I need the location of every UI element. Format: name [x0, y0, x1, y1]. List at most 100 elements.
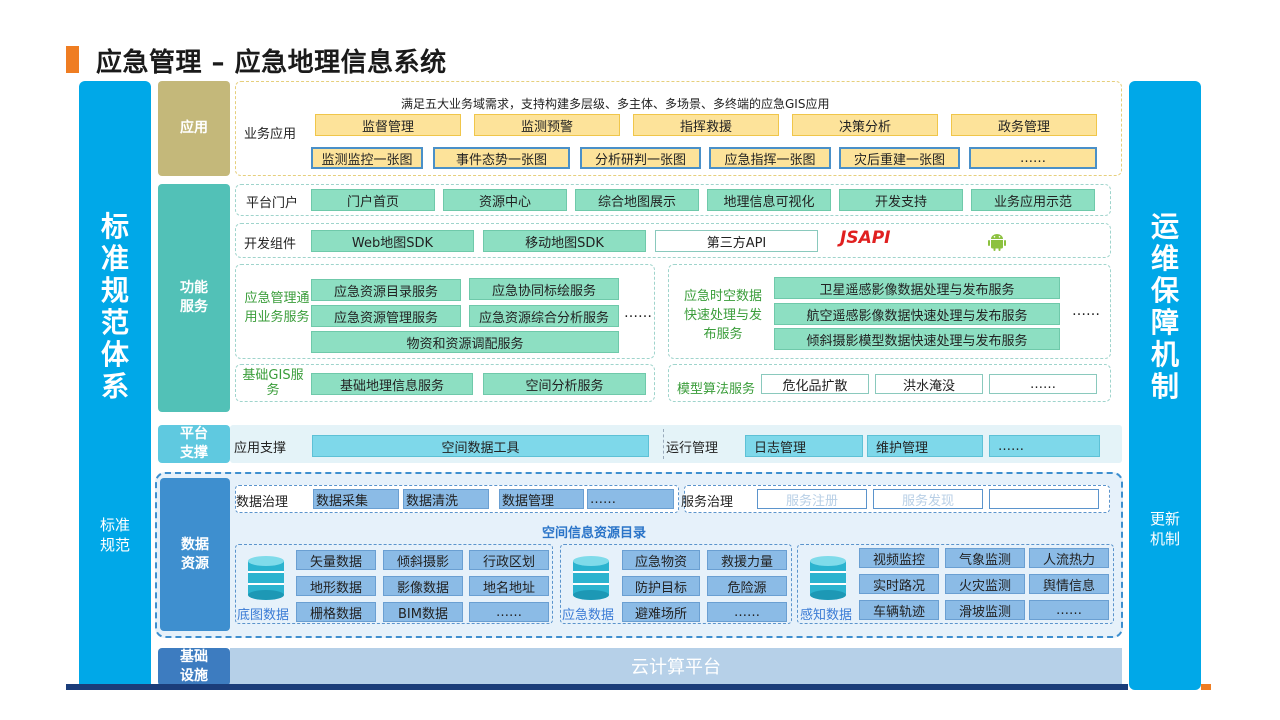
- sense-item-1: 视频监控: [859, 548, 939, 568]
- layer-label-app: 应用: [158, 81, 230, 176]
- map-box-5: 灾后重建一张图: [839, 147, 960, 169]
- dev-box-1: Web地图SDK: [311, 230, 474, 252]
- support-box: 空间数据工具: [312, 435, 649, 457]
- portal-box-5: 开发支持: [839, 189, 963, 211]
- map-box-3: 分析研判一张图: [580, 147, 701, 169]
- support-label: 应用支撑: [234, 441, 287, 456]
- portal-panel: 平台门户 门户首页 资源中心 综合地图展示 地理信息可视化 开发支持 业务应用示…: [235, 184, 1111, 216]
- layer-label-infra: 基础设施: [158, 648, 230, 686]
- jsapi-logo: JSAPI: [840, 228, 891, 248]
- app-subtitle: 满足五大业务域需求，支持构建多层级、多主体、多场景、多终端的应急GIS应用: [401, 97, 830, 111]
- svc-box-2: 服务发现: [873, 489, 983, 509]
- emergency-services-panel: 应急管理通用业务服务 应急资源目录服务 应急协同标绘服务 应急资源管理服务 应急…: [235, 264, 655, 359]
- right-side-sub: 更新机制: [1149, 510, 1180, 548]
- svc-label: 服务治理: [681, 495, 734, 510]
- platform-divider: [663, 429, 664, 459]
- dev-label: 开发组件: [244, 237, 297, 252]
- dev-box-3: 第三方API: [655, 230, 818, 252]
- gis-services-panel: 基础GIS服务 基础地理信息服务 空间分析服务: [235, 364, 655, 402]
- gov-label: 数据治理: [236, 495, 289, 510]
- ops-label: 运行管理: [666, 441, 719, 456]
- map-box-4: 应急指挥一张图: [709, 147, 831, 169]
- model-box-3: ……: [989, 374, 1097, 394]
- base-data-group: 底图数据 矢量数据 倾斜摄影 行政区划 地形数据 影像数据 地名地址 栅格数据 …: [235, 544, 553, 624]
- database-icon: [810, 556, 846, 600]
- right-side-column: 运维保障机制 更新机制: [1129, 81, 1201, 690]
- gis-label: 基础GIS服务: [242, 368, 304, 398]
- gov-box-2: 数据清洗: [403, 489, 489, 509]
- platform-panel: 应用支撑 空间数据工具 运行管理 日志管理 维护管理 ……: [230, 425, 1122, 463]
- emergency-box-3: 应急资源管理服务: [311, 305, 461, 327]
- spatio-services-panel: 应急时空数据快速处理与发布服务 卫星遥感影像数据处理与发布服务 航空遥感影像数据…: [668, 264, 1111, 359]
- portal-box-3: 综合地图展示: [575, 189, 699, 211]
- app-box-2: 监测预警: [474, 114, 620, 136]
- gis-box-2: 空间分析服务: [483, 373, 646, 395]
- map-box-more: ……: [969, 147, 1097, 169]
- left-side-title: 标准规范体系: [100, 210, 129, 403]
- cloud-platform: 云计算平台: [230, 648, 1122, 684]
- portal-box-6: 业务应用示范: [971, 189, 1095, 211]
- map-box-1: 监测监控一张图: [311, 147, 423, 169]
- emerg-item-3: 防护目标: [622, 576, 700, 596]
- svc-panel: 服务治理 服务注册 服务发现: [681, 485, 1110, 513]
- base-item-2: 倾斜摄影: [383, 550, 463, 570]
- base-data-name: 底图数据: [237, 608, 290, 623]
- emerg-item-6: ……: [707, 602, 787, 622]
- ops-box-1: 日志管理: [745, 435, 863, 457]
- app-row-label: 业务应用: [244, 127, 297, 142]
- gov-panel: 数据治理 数据采集 数据清洗 数据管理 ……: [235, 485, 679, 513]
- spatio-box-3: 倾斜摄影模型数据快速处理与发布服务: [774, 328, 1060, 350]
- emergency-more: ……: [624, 305, 652, 321]
- sense-item-8: 滑坡监测: [945, 600, 1025, 620]
- emergency-box-2: 应急协同标绘服务: [469, 278, 619, 300]
- base-item-4: 地形数据: [296, 576, 376, 596]
- emerg-item-4: 危险源: [707, 576, 787, 596]
- sense-item-5: 火灾监测: [945, 574, 1025, 594]
- gis-box-1: 基础地理信息服务: [311, 373, 473, 395]
- title-accent-bar: [66, 46, 79, 73]
- gov-box-3: 数据管理: [499, 489, 584, 509]
- spatio-label: 应急时空数据快速处理与发布服务: [683, 289, 762, 342]
- sense-item-7: 车辆轨迹: [859, 600, 939, 620]
- sense-item-9: ……: [1029, 600, 1109, 620]
- right-side-title: 运维保障机制: [1150, 210, 1179, 403]
- bottom-accent: [1201, 684, 1211, 690]
- portal-box-1: 门户首页: [311, 189, 435, 211]
- sense-item-4: 实时路况: [859, 574, 939, 594]
- model-label: 模型算法服务: [677, 382, 756, 397]
- ops-box-3: ……: [989, 435, 1100, 457]
- dev-box-2: 移动地图SDK: [483, 230, 646, 252]
- ops-box-2: 维护管理: [867, 435, 983, 457]
- base-item-5: 影像数据: [383, 576, 463, 596]
- left-side-sub: 标准规范: [99, 516, 130, 554]
- portal-box-4: 地理信息可视化: [707, 189, 831, 211]
- app-panel: 满足五大业务域需求，支持构建多层级、多主体、多场景、多终端的应急GIS应用 业务…: [235, 81, 1122, 176]
- catalog-title: 空间信息资源目录: [542, 526, 647, 541]
- spatio-more: ……: [1072, 303, 1100, 319]
- base-item-8: BIM数据: [383, 602, 463, 622]
- layer-label-data-text: 数据资源: [181, 536, 209, 572]
- base-item-3: 行政区划: [469, 550, 549, 570]
- base-item-1: 矢量数据: [296, 550, 376, 570]
- emerg-item-5: 避难场所: [622, 602, 700, 622]
- sensor-data-name: 感知数据: [800, 608, 853, 623]
- portal-box-2: 资源中心: [443, 189, 567, 211]
- spatio-box-2: 航空遥感影像数据快速处理与发布服务: [774, 303, 1060, 325]
- left-side-column: 标准规范体系 标准规范: [79, 81, 151, 690]
- model-services-panel: 模型算法服务 危化品扩散 洪水淹没 ……: [668, 364, 1111, 402]
- base-item-9: ……: [469, 602, 549, 622]
- page-title: 应急管理 – 应急地理信息系统: [96, 48, 447, 78]
- dev-panel: 开发组件 Web地图SDK 移动地图SDK 第三方API JSAPI: [235, 223, 1111, 258]
- map-box-2: 事件态势一张图: [433, 147, 570, 169]
- gov-box-1: 数据采集: [313, 489, 399, 509]
- database-icon: [248, 556, 284, 600]
- emergency-data-name: 应急数据: [562, 608, 615, 623]
- sensor-data-group: 感知数据 视频监控 气象监测 人流热力 实时路况 火灾监测 舆情信息 车辆轨迹 …: [797, 544, 1114, 624]
- layer-label-data: 数据资源: [160, 478, 230, 631]
- model-box-2: 洪水淹没: [875, 374, 983, 394]
- gov-box-4: ……: [587, 489, 674, 509]
- app-box-4: 决策分析: [792, 114, 938, 136]
- sense-item-3: 人流热力: [1029, 548, 1109, 568]
- sense-item-6: 舆情信息: [1029, 574, 1109, 594]
- emergency-box-4: 应急资源综合分析服务: [469, 305, 619, 327]
